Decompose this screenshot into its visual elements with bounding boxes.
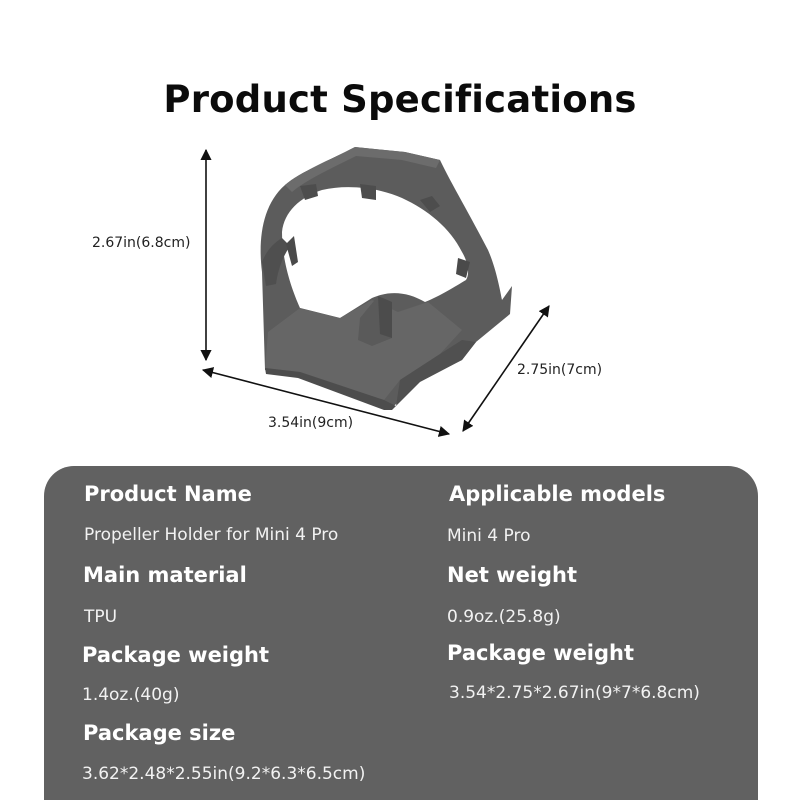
product-name-value: Propeller Holder for Mini 4 Pro (84, 525, 339, 545)
propeller-holder-image (260, 147, 512, 410)
package-weight-value: 1.4oz.(40g) (82, 685, 180, 705)
width-dimension-label: 3.54in(9cm) (268, 415, 354, 431)
main-material-label: Main material (83, 563, 247, 587)
package-weight-right-value: 3.54*2.75*2.67in(9*7*6.8cm) (449, 683, 700, 703)
specifications-panel (44, 466, 758, 800)
product-name-label: Product Name (84, 482, 252, 506)
applicable-models-label: Applicable models (449, 482, 666, 506)
page-title: Product Specifications (163, 78, 637, 121)
depth-dimension-label: 2.75in(7cm) (517, 362, 603, 378)
height-dimension-label: 2.67in(6.8cm) (92, 235, 191, 251)
width-arrow (201, 367, 451, 437)
product-dimension-figure (200, 147, 550, 437)
applicable-models-value: Mini 4 Pro (447, 526, 531, 546)
package-weight-label: Package weight (82, 643, 270, 667)
net-weight-label: Net weight (447, 563, 578, 587)
package-size-value: 3.62*2.48*2.55in(9.2*6.3*6.5cm) (82, 764, 366, 784)
depth-arrow (462, 305, 550, 432)
package-weight-right-label: Package weight (447, 641, 635, 665)
package-size-label: Package size (83, 721, 236, 745)
main-material-value: TPU (84, 607, 118, 627)
net-weight-value: 0.9oz.(25.8g) (447, 607, 561, 627)
